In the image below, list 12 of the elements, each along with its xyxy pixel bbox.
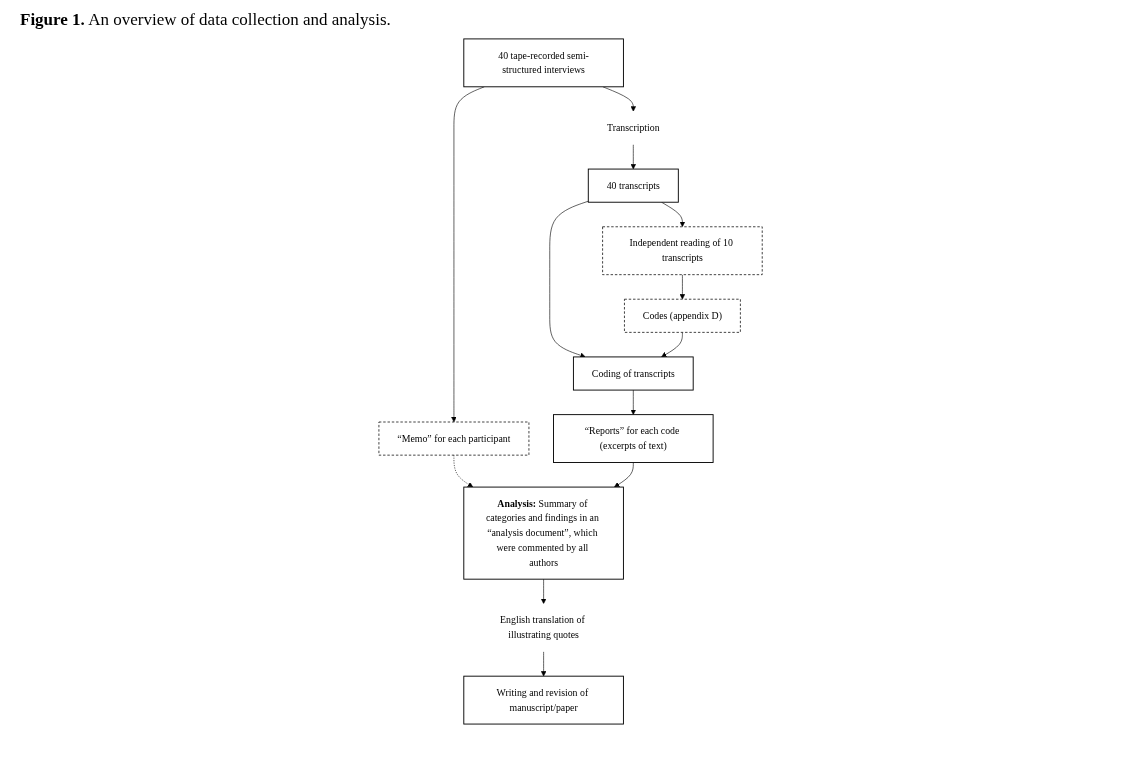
node-box: “Reports” for each code (excerpts of text): [552, 414, 714, 463]
figure-title: Figure 1. An overview of data collection and analysis.: [20, 10, 392, 30]
node-box: Writing and revision of manuscript/paper: [463, 675, 624, 725]
node-box: Analysis: Summary of categories and findings in an “analysis document”, which were commented by all authors: [463, 486, 624, 580]
node-box: Coding of transcripts: [572, 356, 694, 391]
node-box: Independent reading of 10 transcripts: [602, 226, 763, 276]
node-text: Transcription: [606, 122, 660, 133]
node-box: 40 transcripts: [587, 168, 679, 203]
node-text: English translation of illustrating quotes: [500, 614, 585, 640]
node-box: “Memo” for each participant: [378, 421, 530, 456]
node-box: Codes (appendix D): [624, 298, 741, 333]
node-box: 40 tape-recorded semi-structured interviews: [463, 38, 624, 88]
